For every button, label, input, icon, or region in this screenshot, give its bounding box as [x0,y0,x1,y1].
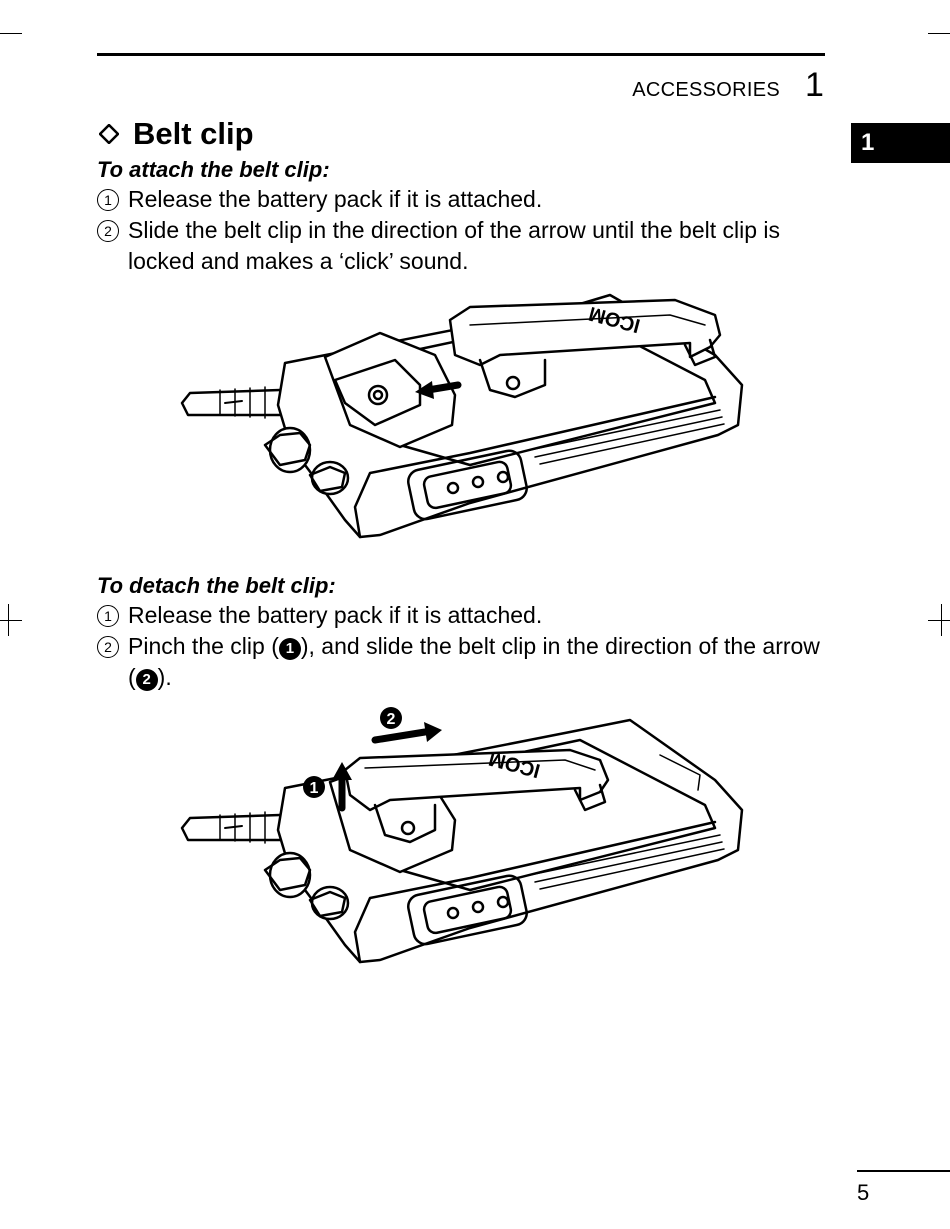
attach-step-1: 1 Release the battery pack if it is atta… [97,184,827,215]
svg-text:1: 1 [310,780,319,797]
step-number-circle: 2 [97,220,119,242]
attach-step-2: 2 Slide the belt clip in the direction o… [97,215,827,277]
chapter-tab-label: 1 [861,129,875,156]
crop-mark-mid-right-v [941,604,942,636]
running-header-chapter-number: 1 [805,66,824,104]
attach-step-2-text: Slide the belt clip in the direction of … [128,217,781,274]
figure-callout-1-marker: 1 [303,776,325,798]
attach-step-1-text: Release the battery pack if it is attach… [128,186,543,212]
crop-mark-mid-left-v [8,604,9,636]
svg-text:2: 2 [387,711,396,728]
step-number-circle: 1 [97,605,119,627]
page-number: 5 [857,1180,870,1205]
crop-mark-mid-left-h [0,620,22,621]
section-heading: Belt clip [97,116,254,152]
callout-1-badge: 1 [278,638,301,660]
detach-step-1-text: Release the battery pack if it is attach… [128,602,543,628]
crop-mark-mid-right-h [928,620,950,621]
section-heading-text: Belt clip [133,116,254,151]
detach-belt-clip-illustration: ICOM 1 2 [180,707,744,964]
detach-subheading: To detach the belt clip: [97,573,336,598]
crop-mark-top-right [928,33,950,34]
callout-2-badge: 2 [135,669,158,691]
detach-step-2-text: Pinch the clip (1), and slide the belt c… [128,633,820,691]
top-rule [97,53,825,56]
diamond-outline-icon [99,124,119,144]
footer-rule [857,1170,950,1172]
step-number-circle: 1 [97,189,119,211]
crop-mark-top-left [0,33,22,34]
running-header-title: ACCESSORIES [632,79,780,101]
chapter-tab: 1 [851,123,950,163]
attach-subheading: To attach the belt clip: [97,157,330,182]
attach-belt-clip-illustration: ICOM [180,293,744,539]
detach-step-1: 1 Release the battery pack if it is atta… [97,600,827,631]
detach-step-2: 2 Pinch the clip (1), and slide the belt… [97,631,827,693]
figure-callout-2-marker: 2 [380,707,402,729]
step-number-circle: 2 [97,636,119,658]
